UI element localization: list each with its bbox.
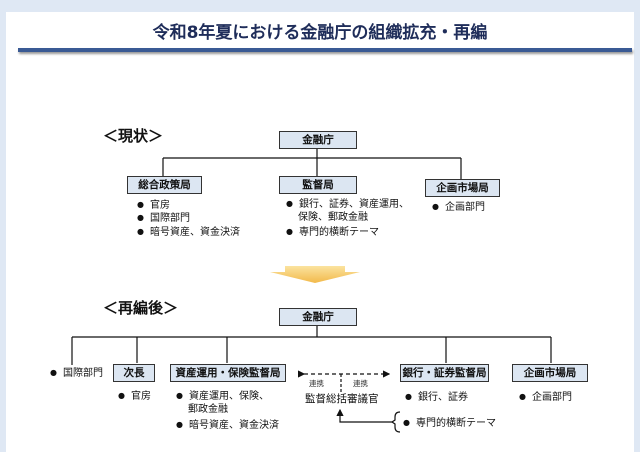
list-item: 企画部門 bbox=[432, 200, 485, 215]
list-item-cont: 郵政金融 bbox=[188, 404, 228, 415]
bank-bureau-box: 銀行・証券監督局 bbox=[400, 364, 489, 382]
officer-label: 監督総括審議官 bbox=[305, 393, 379, 405]
transition-arrow bbox=[270, 266, 360, 283]
cross-theme-item: 専門的横断テーマ bbox=[403, 416, 496, 431]
plan-bureau-box: 企画市場局 bbox=[512, 364, 588, 382]
list-item: 専門的横断テーマ bbox=[286, 225, 379, 240]
bureau-box: 総合政策局 bbox=[127, 176, 202, 194]
title-underline bbox=[18, 48, 632, 52]
deputy-box: 次長 bbox=[113, 364, 155, 382]
list-item: 暗号資産、資金決済 bbox=[176, 418, 279, 433]
list-item: 国際部門 bbox=[137, 211, 190, 226]
list-item: 官房 bbox=[137, 198, 170, 213]
after-heading: ＜再編後＞ bbox=[103, 299, 179, 317]
link-label-left: 連携 bbox=[309, 379, 324, 388]
list-item: 銀行、証券 bbox=[405, 390, 468, 405]
current-heading: ＜現状＞ bbox=[103, 127, 164, 145]
am-bureau-box: 資産運用・保険監督局 bbox=[170, 364, 286, 382]
bureau-box: 監督局 bbox=[279, 176, 357, 194]
list-item: 資産運用、保険、 bbox=[176, 389, 269, 404]
list-item: 暗号資産、資金決済 bbox=[137, 225, 240, 240]
current-root-box: 金融庁 bbox=[279, 131, 357, 149]
link-label-right: 連携 bbox=[353, 379, 368, 388]
list-item-cont: 保険、郵政金融 bbox=[298, 212, 368, 223]
bureau-box: 企画市場局 bbox=[425, 179, 500, 197]
list-item: 官房 bbox=[118, 389, 151, 404]
after-root-box: 金融庁 bbox=[279, 308, 357, 326]
list-item: 企画部門 bbox=[519, 390, 572, 405]
slide-title: 令和8年夏における金融庁の組織拡充・再編 bbox=[152, 23, 488, 43]
list-item: 銀行、証券、資産運用、 bbox=[286, 197, 409, 212]
intl-item: 国際部門 bbox=[50, 366, 103, 381]
